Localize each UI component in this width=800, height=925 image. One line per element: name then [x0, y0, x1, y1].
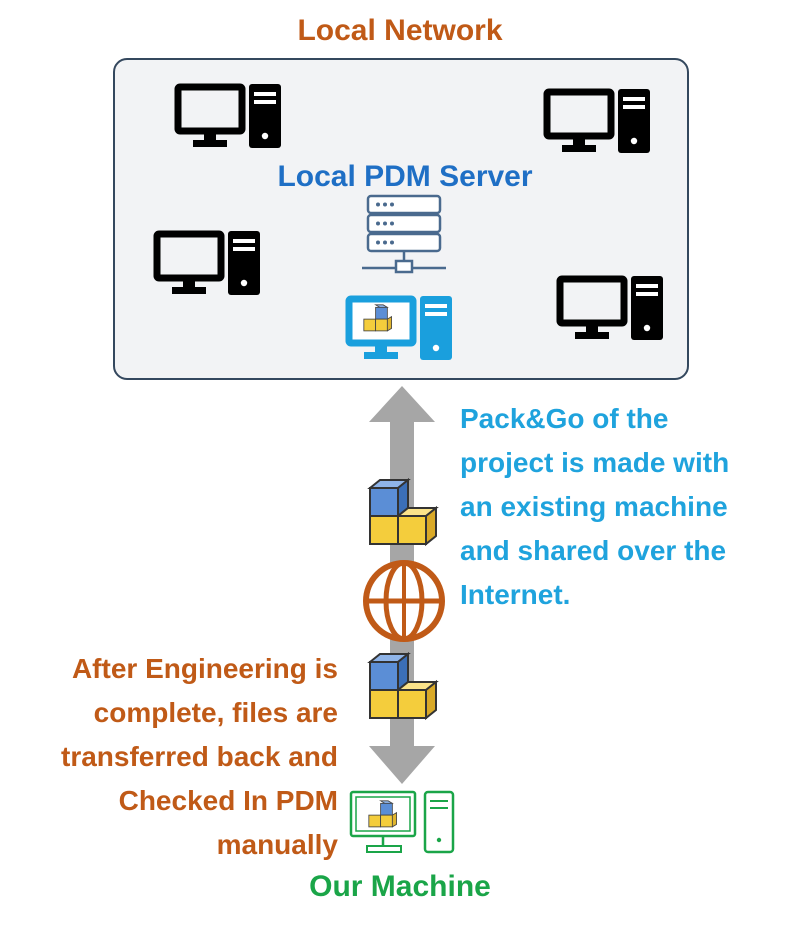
our-machine-title: Our Machine	[309, 870, 491, 903]
pdm-package-icon	[367, 477, 439, 547]
checkin-text-line: transferred back and	[61, 741, 338, 772]
checkin-text-line: Checked In PDM	[118, 785, 338, 816]
pack-and-go-description: Pack&Go of the project is made with an e…	[460, 397, 790, 617]
computer-icon	[556, 275, 663, 340]
local-network-title: Local Network	[297, 14, 503, 47]
pack-text-line: Pack&Go of the	[460, 403, 669, 434]
pack-text-line: an existing machine	[460, 491, 728, 522]
check-in-description: After Engineering is complete, files are…	[10, 647, 338, 867]
pdm-computer-icon	[345, 295, 452, 360]
local-pdm-server-title: Local PDM Server	[277, 160, 533, 193]
pack-text-line: Internet.	[460, 579, 571, 610]
pack-text-line: project is made with	[460, 447, 730, 478]
globe-icon	[363, 560, 445, 642]
pdm-package-icon	[367, 651, 439, 721]
server-icon	[362, 194, 446, 274]
checkin-text-line: complete, files are	[93, 697, 338, 728]
computer-icon	[543, 88, 650, 153]
computer-icon	[153, 230, 260, 295]
checkin-text-line: manually	[216, 829, 338, 860]
checkin-text-line: After Engineering is	[71, 653, 338, 684]
our-machine-computer-icon	[349, 790, 455, 854]
pack-text-line: and shared over the	[460, 535, 727, 566]
computer-icon	[174, 83, 281, 148]
